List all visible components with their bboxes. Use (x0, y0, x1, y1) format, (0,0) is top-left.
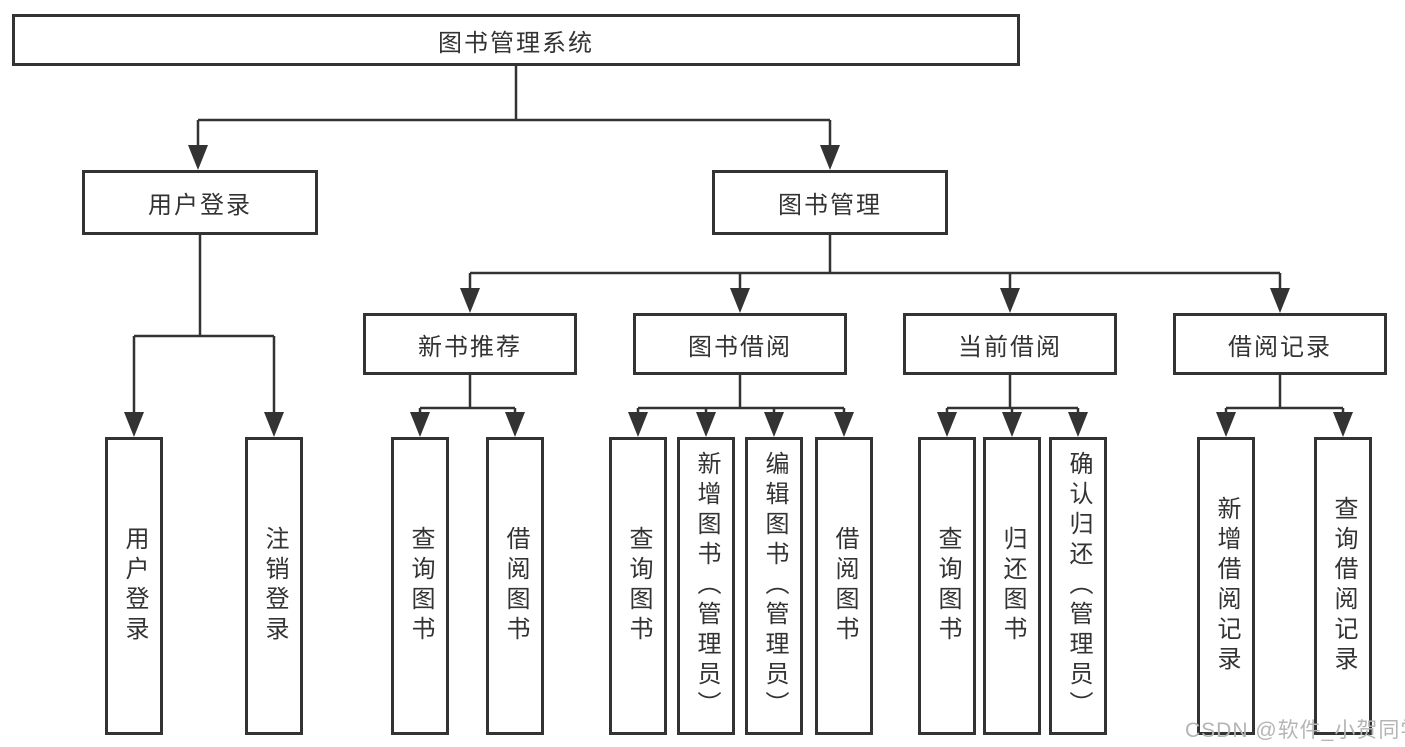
node-leaf-return-books: 归还图书 (983, 437, 1041, 735)
node-leaf-query-books-3-label: 查询图书 (934, 526, 961, 646)
node-user-login-label: 用户登录 (148, 192, 252, 219)
node-leaf-query-books-2-label: 查询图书 (625, 526, 652, 646)
node-leaf-logout-label: 注销登录 (261, 526, 288, 646)
node-leaf-query-books-3: 查询图书 (918, 437, 976, 735)
node-current-borrowing: 当前借阅 (903, 313, 1117, 375)
node-leaf-query-books-1-label: 查询图书 (407, 526, 434, 646)
node-borrowing-records-label: 借阅记录 (1228, 333, 1332, 361)
node-root: 图书管理系统 (12, 14, 1020, 66)
node-leaf-add-borrow-record-label: 新增借阅记录 (1213, 496, 1240, 676)
node-book-borrowing: 图书借阅 (633, 313, 847, 375)
node-user-login: 用户登录 (82, 170, 318, 235)
node-leaf-borrow-books-2: 借阅图书 (815, 437, 873, 735)
node-leaf-query-borrow-record-label: 查询借阅记录 (1330, 496, 1357, 676)
node-leaf-return-books-label: 归还图书 (999, 526, 1026, 646)
node-leaf-query-borrow-record: 查询借阅记录 (1314, 437, 1372, 735)
node-leaf-add-book-admin: 新增图书（管理员） (677, 437, 735, 735)
node-leaf-query-books-1: 查询图书 (391, 437, 449, 735)
node-leaf-borrow-books-1: 借阅图书 (486, 437, 544, 735)
node-leaf-add-borrow-record: 新增借阅记录 (1197, 437, 1255, 735)
node-leaf-query-books-2: 查询图书 (609, 437, 667, 735)
node-root-label: 图书管理系统 (438, 29, 594, 57)
watermark: CSDN @软件_小贺同学 (1185, 719, 1405, 742)
node-leaf-user-login: 用户登录 (105, 437, 163, 735)
node-leaf-confirm-return-admin-label: 确认归还（管理员） (1065, 451, 1092, 721)
node-current-borrowing-label: 当前借阅 (958, 333, 1062, 361)
node-leaf-edit-book-admin: 编辑图书（管理员） (745, 437, 803, 735)
node-leaf-borrow-books-2-label: 借阅图书 (831, 526, 858, 646)
node-leaf-edit-book-admin-label: 编辑图书（管理员） (761, 451, 788, 721)
node-leaf-borrow-books-1-label: 借阅图书 (502, 526, 529, 646)
node-book-management: 图书管理 (712, 170, 948, 235)
node-leaf-add-book-admin-label: 新增图书（管理员） (693, 451, 720, 721)
node-book-management-label: 图书管理 (778, 192, 882, 219)
node-new-book-recommendation: 新书推荐 (363, 313, 577, 375)
node-new-book-recommendation-label: 新书推荐 (418, 333, 522, 361)
node-leaf-logout: 注销登录 (245, 437, 303, 735)
node-leaf-confirm-return-admin: 确认归还（管理员） (1049, 437, 1107, 735)
node-leaf-user-login-label: 用户登录 (121, 526, 148, 646)
node-borrowing-records: 借阅记录 (1173, 313, 1387, 375)
node-book-borrowing-label: 图书借阅 (688, 333, 792, 361)
